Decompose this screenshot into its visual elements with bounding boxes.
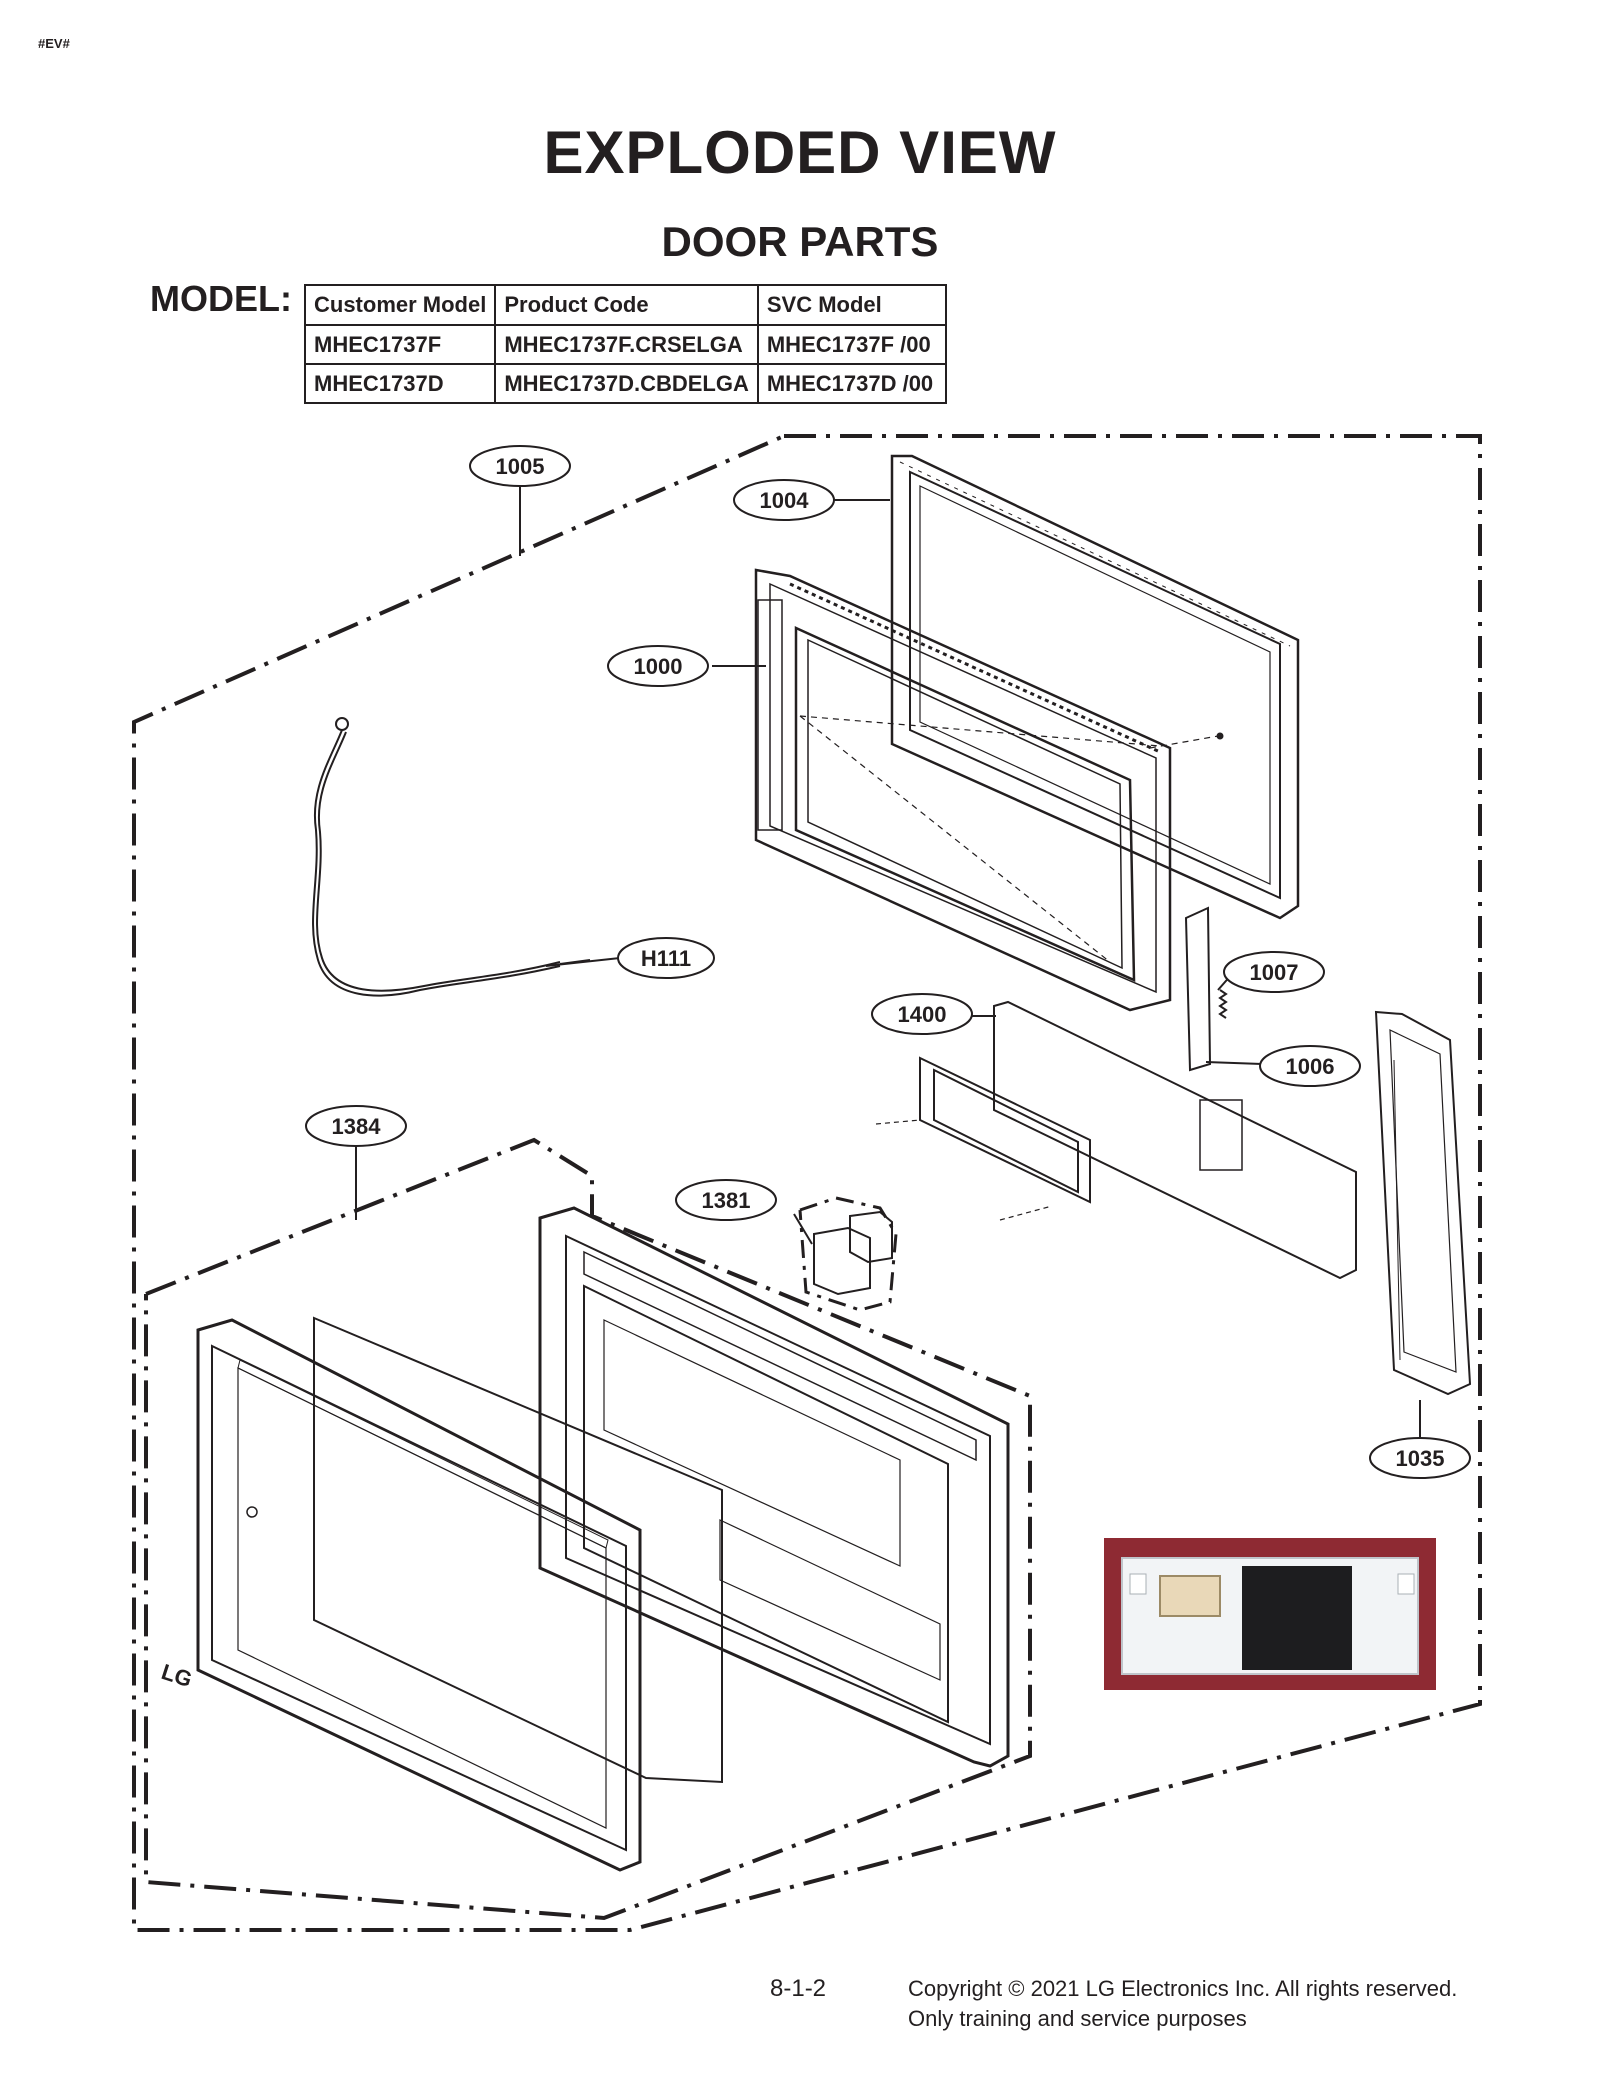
callout-h111: H111 [617, 937, 715, 979]
copyright-line-2: Only training and service purposes [908, 2006, 1247, 2031]
front-door-boundary [144, 1137, 1032, 1921]
cell-customer-model: MHEC1737D [303, 363, 497, 404]
callout-1004-label: 1004 [760, 488, 810, 513]
callout-1005-label: 1005 [496, 454, 545, 479]
callout-1007: 1007 [1223, 951, 1325, 993]
part-front-door [196, 1318, 642, 1872]
copyright-line-1: Copyright © 2021 LG Electronics Inc. All… [908, 1976, 1458, 2001]
model-table: Customer Model Product Code SVC Model MH… [303, 284, 947, 404]
callout-1006-label: 1006 [1286, 1054, 1335, 1079]
callout-1005: 1005 [469, 445, 571, 487]
model-label: MODEL: [150, 278, 292, 319]
part-1381-blocks [813, 1210, 893, 1296]
leader-lines [355, 486, 1421, 1438]
part-door-frame [538, 1206, 1010, 1768]
logo-text: LG [158, 1659, 195, 1692]
callout-1381: 1381 [675, 1179, 777, 1221]
outer-boundary [132, 434, 1482, 1932]
callout-1007-label: 1007 [1250, 960, 1299, 985]
callout-1035: 1035 [1369, 1437, 1471, 1479]
cell-svc-model: MHEC1737F /00 [756, 324, 947, 365]
cell-customer-model: MHEC1737F [303, 324, 497, 365]
callout-1381-label: 1381 [702, 1188, 751, 1213]
page-number: 8-1-2 [770, 1975, 827, 2002]
page-title: EXPLODED VIEW [543, 119, 1057, 186]
callout-1000: 1000 [607, 645, 709, 687]
page-subtitle: DOOR PARTS [661, 218, 939, 265]
header-svc-model: SVC Model [756, 284, 947, 326]
part-glass-panel [313, 1316, 723, 1784]
callout-1400-label: 1400 [898, 1002, 947, 1027]
inset-photo [1104, 1538, 1436, 1690]
part-1000-inner-frame [754, 568, 1224, 1012]
callout-h111-label: H111 [641, 946, 691, 971]
callout-1400: 1400 [871, 993, 973, 1035]
callouts: 1005 1004 1000 H111 1007 1400 1006 1384 [305, 445, 1471, 1479]
copyright-notice: Copyright © 2021 LG Electronics Inc. All… [908, 1974, 1457, 2034]
cell-product-code: MHEC1737F.CRSELGA [494, 324, 759, 365]
callout-1035-label: 1035 [1396, 1446, 1445, 1471]
header-product-code: Product Code [494, 284, 759, 326]
document-tag: #EV# [38, 36, 70, 51]
table-row: MHEC1737D MHEC1737D.CBDELGA MHEC1737D /0… [303, 363, 947, 404]
part-1035-side-trim [1374, 1010, 1472, 1396]
header-customer-model: Customer Model [303, 284, 497, 326]
cell-svc-model: MHEC1737D /00 [756, 363, 947, 404]
callout-1004: 1004 [733, 479, 835, 521]
callout-1006: 1006 [1259, 1045, 1361, 1087]
callout-1000-label: 1000 [634, 654, 683, 679]
callout-1384: 1384 [305, 1105, 407, 1147]
part-1004-rear-frame [890, 454, 1300, 920]
cell-product-code: MHEC1737D.CBDELGA [494, 363, 759, 404]
table-row: MHEC1737F MHEC1737F.CRSELGA MHEC1737F /0… [303, 324, 947, 365]
model-table-header-row: Customer Model Product Code SVC Model [303, 284, 947, 326]
part-1007-spring [1184, 906, 1228, 1072]
part-1381-boundary [798, 1196, 898, 1312]
callout-1384-label: 1384 [332, 1114, 382, 1139]
part-h111-harness [312, 717, 591, 997]
part-1400-cover-plate [875, 1000, 1357, 1280]
